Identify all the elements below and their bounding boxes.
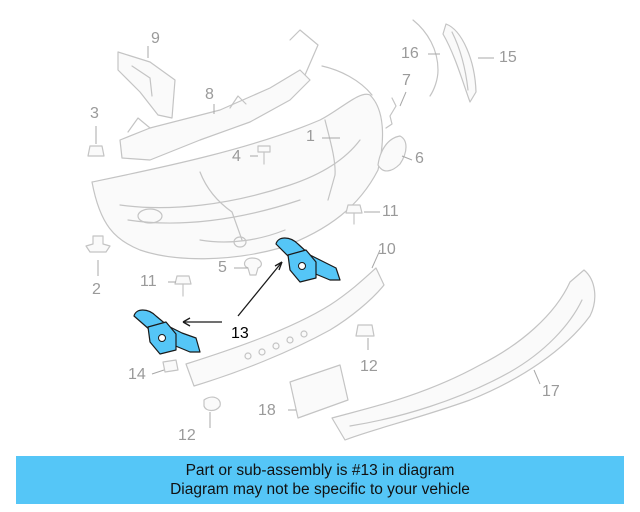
banner-line-1: Part or sub-assembly is #13 in diagram <box>185 462 455 479</box>
callout-3: 3 <box>90 105 99 122</box>
callout-17: 17 <box>542 383 560 400</box>
callout-16: 16 <box>401 45 419 62</box>
callout-15: 15 <box>499 49 517 66</box>
callout-12-right: 12 <box>360 358 378 375</box>
bracket-9 <box>117 51 176 119</box>
callout-9: 9 <box>151 30 160 47</box>
callout-11-bottom: 11 <box>140 273 157 290</box>
sensor-bracket-13-left <box>133 309 201 355</box>
leader-lines <box>95 46 541 428</box>
bracket-8 <box>119 29 319 161</box>
callout-7: 7 <box>402 72 411 89</box>
callout-13-arrows <box>182 261 283 327</box>
bumper-cover <box>91 65 384 260</box>
absorber-10 <box>185 267 385 387</box>
callout-2: 2 <box>92 281 101 298</box>
trim-15-16 <box>412 19 477 103</box>
callout-8: 8 <box>205 86 214 103</box>
callout-14: 14 <box>128 366 146 383</box>
fasteners <box>85 97 397 373</box>
callout-1: 1 <box>306 128 315 145</box>
callout-5: 5 <box>218 259 227 276</box>
plug-6 <box>377 135 407 172</box>
callout-18: 18 <box>258 402 276 419</box>
callout-10: 10 <box>378 241 396 258</box>
callout-11-top: 11 <box>382 203 399 220</box>
banner-line-2: Diagram may not be specific to your vehi… <box>170 481 470 498</box>
parts-diagram <box>85 19 596 441</box>
callout-13: 13 <box>231 325 249 342</box>
part-info-banner: Part or sub-assembly is #13 in diagram D… <box>16 456 624 504</box>
plate-bracket-18 <box>289 364 349 419</box>
callout-4: 4 <box>232 148 241 165</box>
sensor-bracket-13-right <box>275 237 341 283</box>
clip-nuts-12 <box>203 324 375 412</box>
valance-17 <box>331 269 596 441</box>
callout-6: 6 <box>415 150 424 167</box>
callout-12-bottom: 12 <box>178 427 196 444</box>
